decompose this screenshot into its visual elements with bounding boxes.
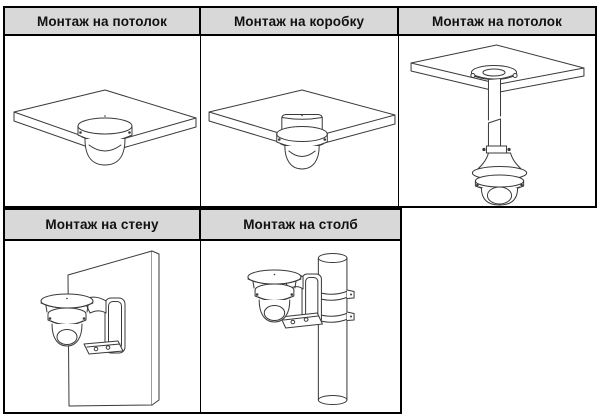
header-pendant-mount: Монтаж на потолок bbox=[399, 8, 595, 36]
header-pole-mount: Монтаж на столб bbox=[201, 210, 400, 241]
header-ceiling-mount-label: Монтаж на потолок bbox=[36, 13, 167, 29]
header-pole-mount-label: Монтаж на столб bbox=[243, 217, 358, 232]
cell-junction-box-mount-illustration bbox=[201, 36, 399, 206]
header-wall-mount-label: Монтаж на стену bbox=[45, 217, 159, 232]
dome-camera-pole-strap-mount-drawing bbox=[247, 253, 355, 405]
cell-pendant-mount-illustration bbox=[399, 36, 595, 206]
mount-table-bottom: Монтаж на стену Монтаж на столб bbox=[3, 208, 402, 414]
header-wall-mount: Монтаж на стену bbox=[5, 210, 201, 241]
dome-camera-ceiling-mount-drawing bbox=[13, 89, 197, 166]
cell-wall-mount-illustration bbox=[5, 241, 201, 412]
dome-camera-wall-bracket-mount-drawing bbox=[40, 250, 160, 407]
header-junction-box-mount: Монтаж на коробку bbox=[201, 8, 399, 36]
dome-camera-pendant-pole-mount-drawing bbox=[410, 44, 585, 206]
cell-ceiling-mount-illustration bbox=[5, 36, 201, 206]
dome-camera-junction-box-mount-drawing bbox=[208, 89, 396, 170]
mount-table-top: Монтаж на потолок Монтаж на коробку Монт… bbox=[3, 6, 597, 208]
header-ceiling-mount: Монтаж на потолок bbox=[5, 8, 201, 36]
header-junction-box-mount-label: Монтаж на коробку bbox=[233, 13, 365, 29]
cell-pole-mount-illustration bbox=[201, 241, 400, 412]
header-pendant-mount-label: Монтаж на потолок bbox=[431, 13, 562, 29]
